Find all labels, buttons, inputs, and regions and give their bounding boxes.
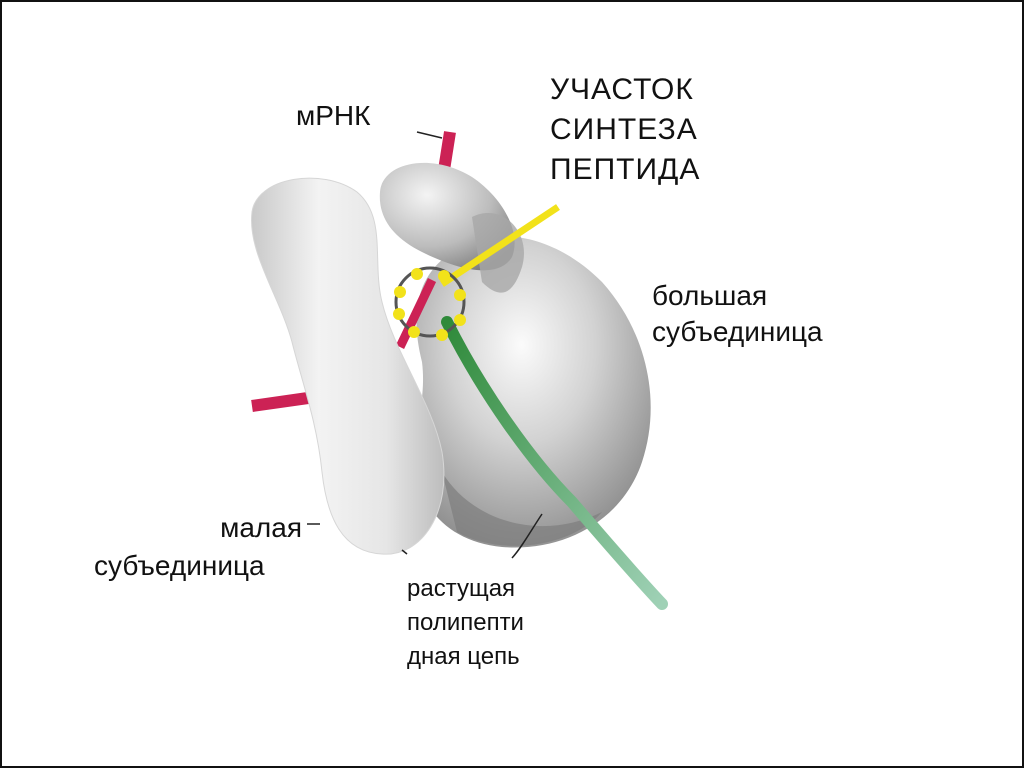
growing-chain-label: растущая полипепти дная цепь <box>407 572 524 674</box>
peptide-synthesis-site-label: УЧАСТОК СИНТЕЗА ПЕПТИДА <box>550 70 700 190</box>
mrna-label: мРНК <box>296 98 370 134</box>
small-subunit-label: малая <box>198 510 302 546</box>
small-subunit-label-line2: субъединица <box>94 548 265 584</box>
large-subunit-label: большая субъединица <box>652 278 823 350</box>
